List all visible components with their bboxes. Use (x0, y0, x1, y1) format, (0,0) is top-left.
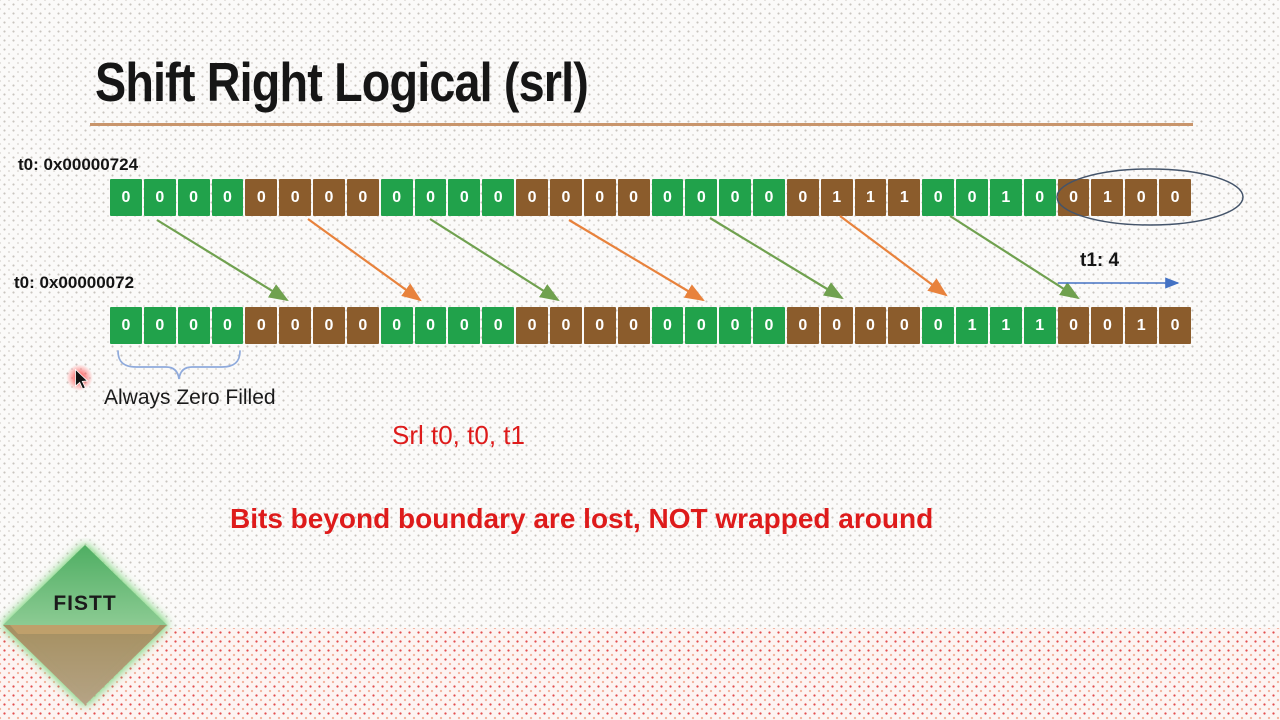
bit-cell: 0 (516, 307, 548, 344)
shift-arrow-green (156, 219, 289, 302)
bit-cell: 0 (414, 307, 447, 344)
boundary-note: Bits beyond boundary are lost, NOT wrapp… (230, 503, 934, 534)
bit-cell: 1 (1091, 179, 1124, 216)
bit-cell: 0 (549, 307, 582, 344)
bit-cell: 1 (1023, 307, 1056, 344)
bit-cell: 0 (516, 179, 548, 216)
shift-amount-label: t1: 4 (1080, 250, 1120, 271)
bit-cell: 0 (110, 179, 142, 216)
bit-cell: 0 (482, 307, 515, 344)
bit-cell: 0 (685, 307, 718, 344)
result-register-label: t0: 0x00000072 (14, 273, 135, 292)
bit-cell: 0 (1159, 307, 1191, 344)
cursor-arrow-icon (75, 369, 89, 390)
bit-cell: 0 (753, 307, 785, 344)
bit-cell: 1 (956, 307, 988, 344)
bit-cell: 0 (786, 307, 819, 344)
bit-cell: 0 (888, 307, 921, 344)
bit-cell: 0 (279, 307, 312, 344)
logo-diamond-bottom (3, 625, 167, 705)
bit-cell: 0 (956, 179, 988, 216)
bit-cell: 0 (380, 307, 413, 344)
bit-cell: 0 (719, 179, 752, 216)
bit-cell: 0 (346, 307, 379, 344)
bit-cell: 0 (1091, 307, 1124, 344)
mouse-cursor (66, 362, 96, 392)
logo-diamond-top (3, 545, 167, 625)
bit-cell: 0 (211, 307, 244, 344)
bit-cell: 0 (448, 179, 481, 216)
source-register-label: t0: 0x00000724 (18, 155, 139, 174)
bit-cell: 1 (1125, 307, 1158, 344)
shift-arrow-orange (568, 219, 705, 302)
bit-cell: 0 (651, 307, 684, 344)
shift-arrow-green (709, 217, 844, 300)
bit-cell: 0 (380, 179, 413, 216)
zero-fill-brace (117, 350, 241, 380)
logo-diamond-band (10, 625, 160, 634)
bit-cell: 0 (1023, 179, 1056, 216)
bit-cell: 1 (854, 179, 887, 216)
bit-cell: 0 (245, 179, 278, 216)
bit-cell: 0 (583, 179, 616, 216)
bit-cell: 0 (1159, 179, 1191, 216)
shift-arrow-orange (839, 215, 948, 297)
bit-cell: 0 (279, 179, 312, 216)
bit-cell: 0 (719, 307, 752, 344)
bit-cell: 0 (482, 179, 515, 216)
title-underline (90, 123, 1193, 126)
bit-cell: 0 (346, 179, 379, 216)
zero-fill-note: Always Zero Filled (104, 386, 276, 409)
shift-arrow-orange (307, 218, 422, 302)
bit-cell: 0 (583, 307, 616, 344)
bit-cell: 0 (1125, 179, 1158, 216)
bit-cell: 0 (617, 179, 650, 216)
bit-cell: 1 (820, 179, 853, 216)
slide-title: Shift Right Logical (srl) (95, 51, 589, 113)
bit-cell: 0 (313, 179, 345, 216)
bit-cell: 0 (617, 307, 650, 344)
bit-cell: 0 (922, 307, 955, 344)
bit-cell: 0 (685, 179, 718, 216)
bit-cell: 0 (1057, 307, 1090, 344)
logo-text: FISTT (53, 592, 116, 615)
bit-cell: 0 (820, 307, 853, 344)
bit-cell: 0 (313, 307, 345, 344)
bit-cell: 1 (989, 179, 1022, 216)
bit-cell: 1 (989, 307, 1022, 344)
bit-cell: 0 (1057, 179, 1090, 216)
bit-cell: 0 (448, 307, 481, 344)
bit-cell: 1 (888, 179, 921, 216)
shift-arrow-green (949, 215, 1080, 300)
bit-cell: 0 (414, 179, 447, 216)
bit-cell: 0 (753, 179, 785, 216)
bit-cell: 0 (143, 179, 176, 216)
bit-cell: 0 (786, 179, 819, 216)
fistt-logo: FISTT (3, 545, 167, 705)
bit-cell: 0 (177, 307, 210, 344)
bit-cell: 0 (245, 307, 278, 344)
bit-cell: 0 (177, 179, 210, 216)
footer-strip (0, 628, 1280, 720)
bit-cell: 0 (922, 179, 955, 216)
bit-cell: 0 (211, 179, 244, 216)
bit-cell: 0 (110, 307, 142, 344)
bit-cell: 0 (549, 179, 582, 216)
shift-arrow-green (429, 218, 560, 302)
instruction-text: Srl t0, t0, t1 (392, 420, 525, 450)
bit-cell: 0 (143, 307, 176, 344)
bit-cell: 0 (651, 179, 684, 216)
bit-cell: 0 (854, 307, 887, 344)
